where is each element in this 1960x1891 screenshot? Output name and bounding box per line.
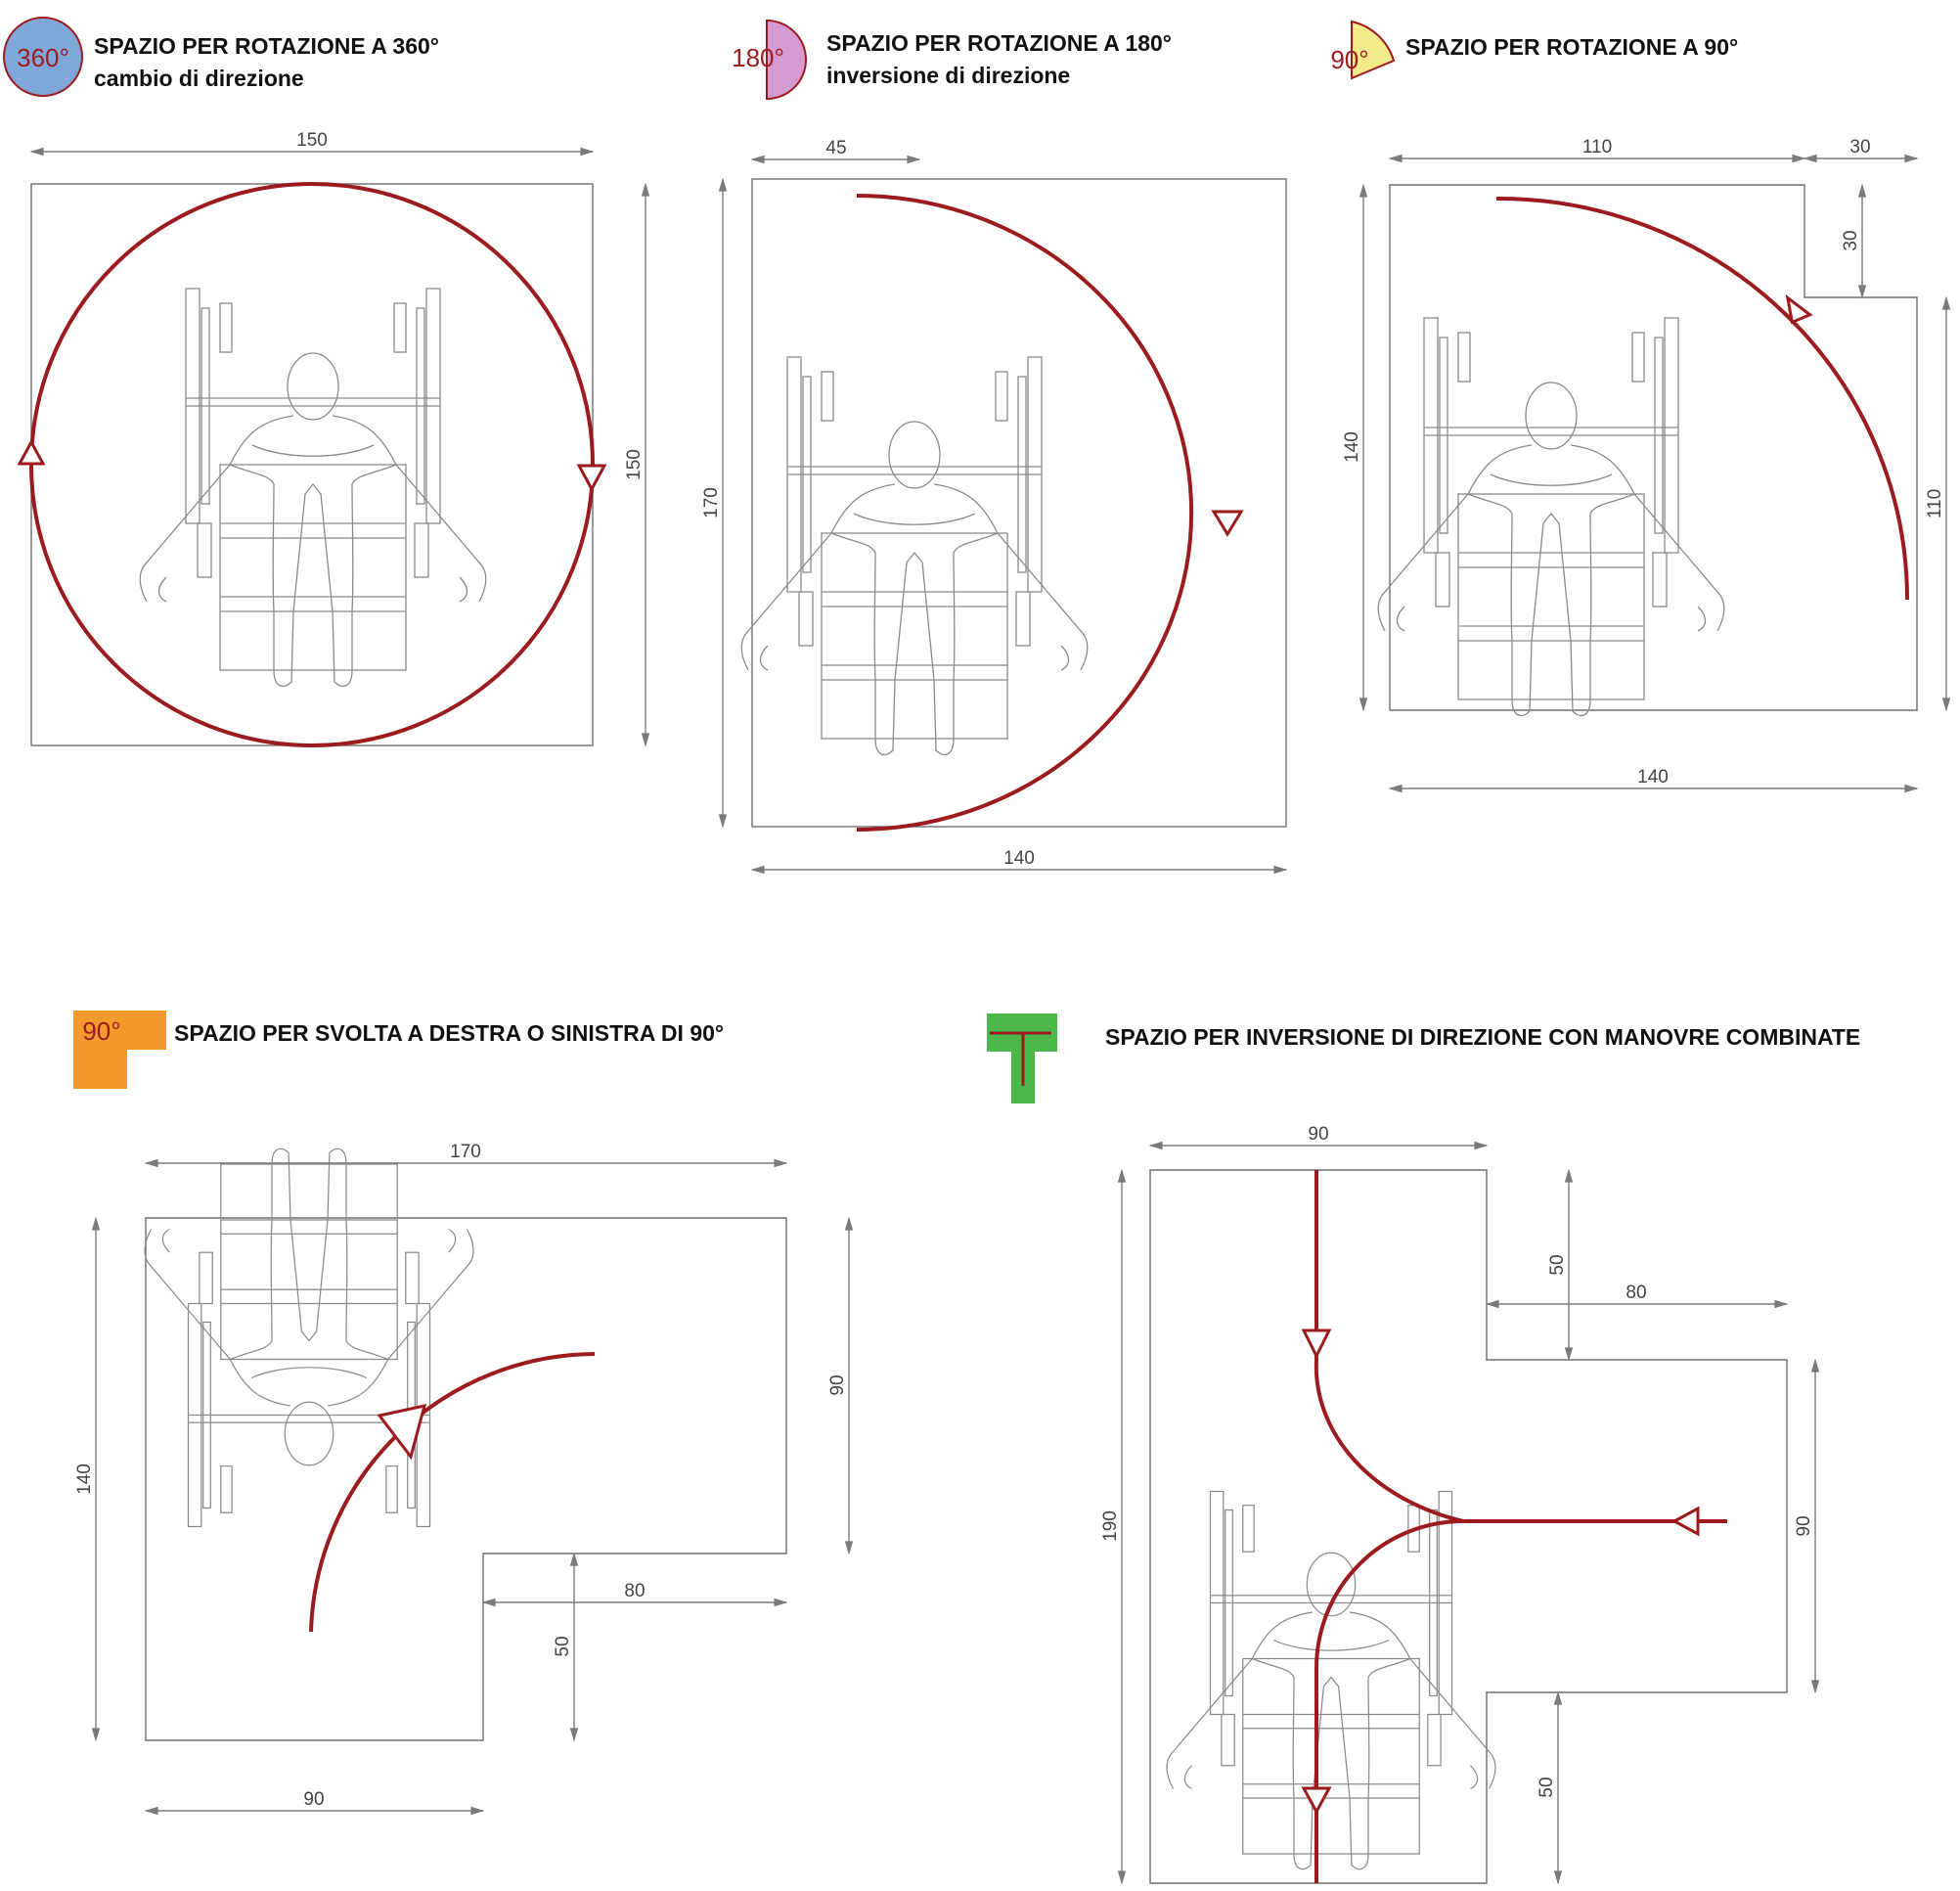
dimension-label: 140 [74, 1463, 95, 1495]
wheelchair-user-figure [1166, 1490, 1496, 1870]
rotation-path [856, 194, 1194, 832]
panel-rotation-90: 90° SPAZIO PER ROTAZIONE A 90° 110 30 30… [1330, 20, 1951, 793]
dimension-label: 30 [1841, 230, 1861, 250]
dimension-label: 140 [1003, 848, 1035, 869]
clearance-area [145, 1217, 787, 1741]
badge-label: 90° [82, 1016, 120, 1046]
badge-label: 180° [732, 43, 784, 72]
turn-90-icon [73, 1011, 166, 1089]
badge-90: 90° [1330, 20, 1396, 80]
rotation-path [1495, 196, 1909, 601]
panel-rotation-180: 180° SPAZIO PER ROTAZIONE A 180° inversi… [701, 19, 1288, 875]
panel-combined-maneuver: SPAZIO PER INVERSIONE DI DIREZIONE CON M… [987, 1013, 1860, 1885]
direction-arrow [377, 1404, 427, 1461]
direction-arrow-down [576, 464, 607, 493]
turn-path [309, 1352, 596, 1633]
maneuver-path-in [1314, 1170, 1727, 1523]
dimension-label: 90 [1794, 1515, 1814, 1536]
panel-rotation-360: 360° SPAZIO PER ROTAZIONE A 360° cambio … [3, 17, 650, 747]
wheelchair-user-figure [740, 356, 1089, 756]
direction-arrow-down [1301, 1328, 1332, 1360]
dimension-label: 170 [450, 1142, 481, 1162]
panel-subtitle: cambio di direzione [94, 66, 304, 91]
panel-turn-90: 90° SPAZIO PER SVOLTA A DESTRA O SINISTR… [73, 1011, 854, 1816]
dimension-label: 110 [1925, 489, 1945, 518]
wheelchair-user-figure [139, 288, 487, 688]
direction-arrow-up [17, 438, 46, 466]
rotation-90-icon [1351, 20, 1396, 80]
dimension-label: 80 [624, 1581, 645, 1601]
direction-arrow-left [1670, 1506, 1700, 1537]
wheelchair-user-figure [144, 1148, 474, 1528]
dimension-label: 50 [1547, 1254, 1568, 1275]
dimension-label: 45 [825, 138, 846, 158]
dimension-label: 90 [827, 1374, 848, 1395]
panel-title: SPAZIO PER ROTAZIONE A 90° [1405, 34, 1738, 60]
panel-title: SPAZIO PER ROTAZIONE A 360° [94, 33, 439, 59]
clearance-area [1389, 184, 1918, 711]
badge-label: 90° [1330, 45, 1368, 74]
dimension-label: 50 [1537, 1777, 1557, 1797]
dimension-label: 90 [1308, 1124, 1328, 1145]
panel-title: SPAZIO PER INVERSIONE DI DIREZIONE CON M… [1105, 1024, 1860, 1050]
badge-360: 360° [3, 17, 83, 97]
rotation-360-icon [3, 17, 83, 97]
badge-label: 360° [17, 43, 69, 72]
direction-arrow-down [1301, 1786, 1332, 1816]
maneuver-path-out [1314, 1519, 1464, 1883]
dimension-label: 50 [553, 1636, 573, 1656]
dimension-label: 30 [1849, 137, 1870, 158]
clearance-area [751, 178, 1287, 828]
badge-combined [987, 1013, 1057, 1103]
direction-arrow-down [1211, 510, 1244, 537]
panel-title: SPAZIO PER ROTAZIONE A 180° [826, 30, 1172, 56]
wheelchair-user-figure [1377, 317, 1725, 717]
dimension-label: 110 [1582, 137, 1612, 158]
dimension-label: 150 [624, 449, 645, 480]
badge-turn-90: 90° [73, 1011, 166, 1089]
dimension-label: 170 [701, 487, 722, 518]
rotation-180-icon [766, 19, 807, 101]
panel-title: SPAZIO PER SVOLTA A DESTRA O SINISTRA DI… [174, 1020, 724, 1046]
clearance-area [1149, 1169, 1788, 1884]
dimension-label: 190 [1100, 1510, 1121, 1542]
dimension-label: 140 [1342, 431, 1362, 463]
dimension-label: 140 [1637, 767, 1669, 788]
badge-180: 180° [732, 19, 807, 101]
dimension-label: 90 [303, 1789, 324, 1810]
dimension-label: 80 [1626, 1283, 1646, 1303]
dimension-label: 150 [296, 130, 328, 151]
direction-arrow [1785, 293, 1813, 325]
panel-subtitle: inversione di direzione [826, 63, 1070, 88]
